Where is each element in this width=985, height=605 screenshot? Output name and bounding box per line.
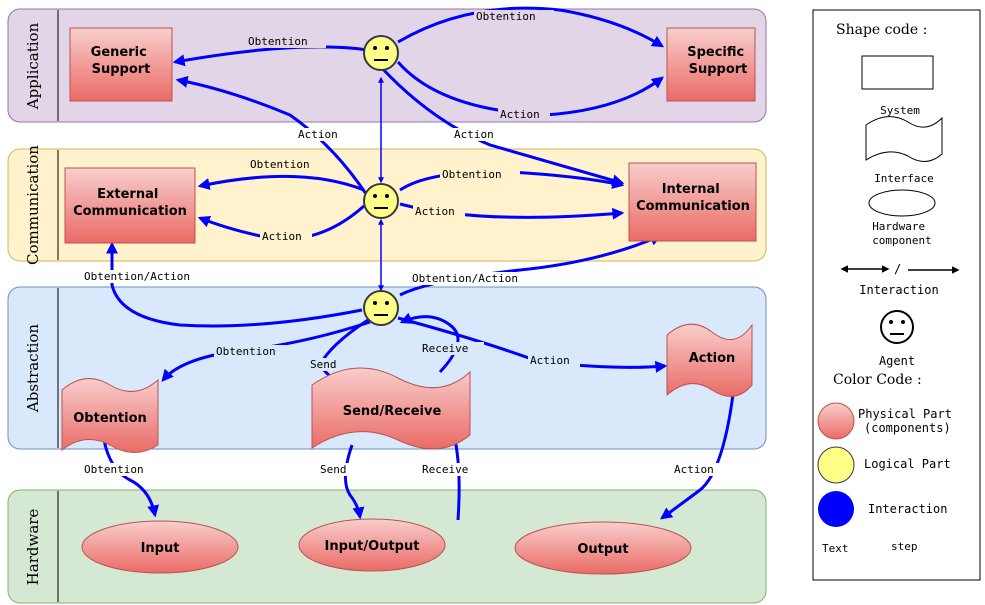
interface-action-label: Action — [689, 351, 736, 366]
system-internal-communication-line1: Internal — [662, 182, 720, 197]
hardware-input-output-label: Input/Output — [325, 539, 420, 554]
legend-physical-part-swatch — [817, 402, 855, 440]
legend-physical-line2: (components) — [864, 421, 951, 435]
svg-text:Generic Support: Generic Support — [91, 45, 152, 77]
legend-agent-icon — [880, 310, 914, 344]
edge-hw-obtention — [102, 439, 159, 518]
agent-application[interactable] — [363, 35, 399, 71]
edge-obt-act-external — [106, 241, 363, 328]
legend-interaction-label: Interaction — [859, 283, 938, 297]
label-abs-send: Send — [310, 358, 337, 371]
label-abs-receive: Receive — [422, 342, 468, 355]
legend-hardware-line1: Hardware — [872, 220, 925, 233]
edge-app-action-generic — [175, 75, 377, 209]
svg-text:Hardware component: Hardware component — [872, 220, 932, 247]
legend: Shape code : System Interface Hardware c… — [812, 9, 981, 581]
edge-obt-act-internal — [399, 234, 663, 297]
svg-text:External Communication: External Communication — [73, 187, 187, 219]
legend-physical-line1: Physical Part — [858, 407, 952, 421]
system-generic-support[interactable]: Generic Support — [69, 27, 173, 102]
edge-labels: Obtention Obtention Action Action Action… — [82, 10, 724, 476]
label-hw-send: Send — [320, 463, 347, 476]
interface-send-receive-label: Send/Receive — [343, 404, 442, 419]
label-app-obtention-top: Obtention — [476, 10, 536, 23]
layer-hardware-label: Hardware — [24, 509, 42, 586]
layer-application-label: Application — [24, 22, 42, 110]
legend-shape-code-title: Shape code : — [836, 22, 927, 38]
legend-interaction-sep: / — [894, 262, 901, 276]
agent-communication[interactable] — [363, 183, 399, 219]
system-generic-support-line2: Support — [92, 62, 151, 77]
label-abs-obtention: Obtention — [216, 345, 276, 358]
edge-app-action-internal — [378, 64, 625, 187]
interface-obtention[interactable]: Obtention — [61, 378, 159, 453]
label-app-action-right: Action — [500, 108, 540, 121]
agent-abstraction[interactable] — [363, 290, 399, 326]
legend-agent-label: Agent — [879, 354, 915, 368]
label-app-action-down-right: Action — [454, 128, 494, 141]
legend-color-code-title: Color Code : — [833, 372, 922, 388]
legend-interface-label: Interface — [874, 172, 934, 185]
system-specific-support-line1: Specific — [687, 45, 744, 60]
label-comm-action-left: Action — [262, 230, 302, 243]
legend-step-label: step — [891, 540, 918, 553]
svg-text:Internal Communication: Internal Communication — [636, 182, 750, 214]
label-app-action-down-left: Action — [298, 128, 338, 141]
layer-abstraction: Abstraction — [7, 286, 767, 450]
label-comm-obtention-right: Obtention — [442, 168, 502, 181]
label-hw-action: Action — [674, 463, 714, 476]
label-hw-obtention: Obtention — [84, 463, 144, 476]
system-internal-communication-line2: Communication — [636, 199, 750, 214]
legend-logical-part-swatch — [817, 446, 855, 484]
label-obt-act-right: Obtention/Action — [412, 272, 518, 285]
legend-text-label: Text — [822, 542, 849, 555]
label-obt-act-left: Obtention/Action — [84, 270, 190, 283]
edge-comm-obtention-external — [197, 174, 365, 192]
legend-hardware-shape — [868, 189, 936, 217]
label-app-obtention-left: Obtention — [248, 35, 308, 48]
hardware-output[interactable]: Output — [514, 521, 692, 575]
legend-hardware-line2: component — [872, 234, 932, 247]
legend-system-shape — [861, 55, 934, 90]
interface-action[interactable]: Action — [666, 323, 753, 397]
hardware-input-output[interactable]: Input/Output — [298, 518, 446, 572]
system-specific-support-line2: Support — [689, 62, 748, 77]
hardware-output-label: Output — [577, 542, 628, 557]
system-external-communication-line2: Communication — [73, 204, 187, 219]
system-internal-communication[interactable]: Internal Communication — [628, 162, 757, 242]
legend-interface-shape — [865, 116, 943, 162]
svg-text:Physical Part (component: Physical Part (components) — [858, 407, 959, 435]
layer-abstraction-label: Abstraction — [24, 324, 42, 414]
layer-communication-label: Communication — [24, 145, 42, 265]
legend-interaction-color-label: Interaction — [868, 502, 947, 516]
interface-send-receive[interactable]: Send/Receive — [311, 367, 471, 450]
label-comm-action-right: Action — [415, 205, 455, 218]
edge-app-obtention-specific — [397, 6, 665, 48]
label-comm-obtention-left: Obtention — [250, 158, 310, 171]
legend-system-label: System — [880, 104, 920, 117]
interface-obtention-label: Obtention — [73, 411, 147, 426]
system-generic-support-line1: Generic — [91, 45, 147, 60]
system-specific-support[interactable]: Specific Support — [666, 27, 756, 102]
label-abs-action: Action — [530, 354, 570, 367]
svg-text:Specific Support: Specific Support — [687, 45, 749, 77]
hardware-input[interactable]: Input — [81, 520, 239, 574]
hardware-input-label: Input — [141, 541, 180, 556]
label-hw-receive: Receive — [422, 463, 468, 476]
legend-logical-label: Logical Part — [864, 457, 951, 471]
system-external-communication[interactable]: External Communication — [64, 167, 196, 244]
legend-interaction-swatch — [818, 491, 854, 527]
edge-hw-action — [660, 377, 737, 520]
system-external-communication-line1: External — [97, 187, 158, 202]
